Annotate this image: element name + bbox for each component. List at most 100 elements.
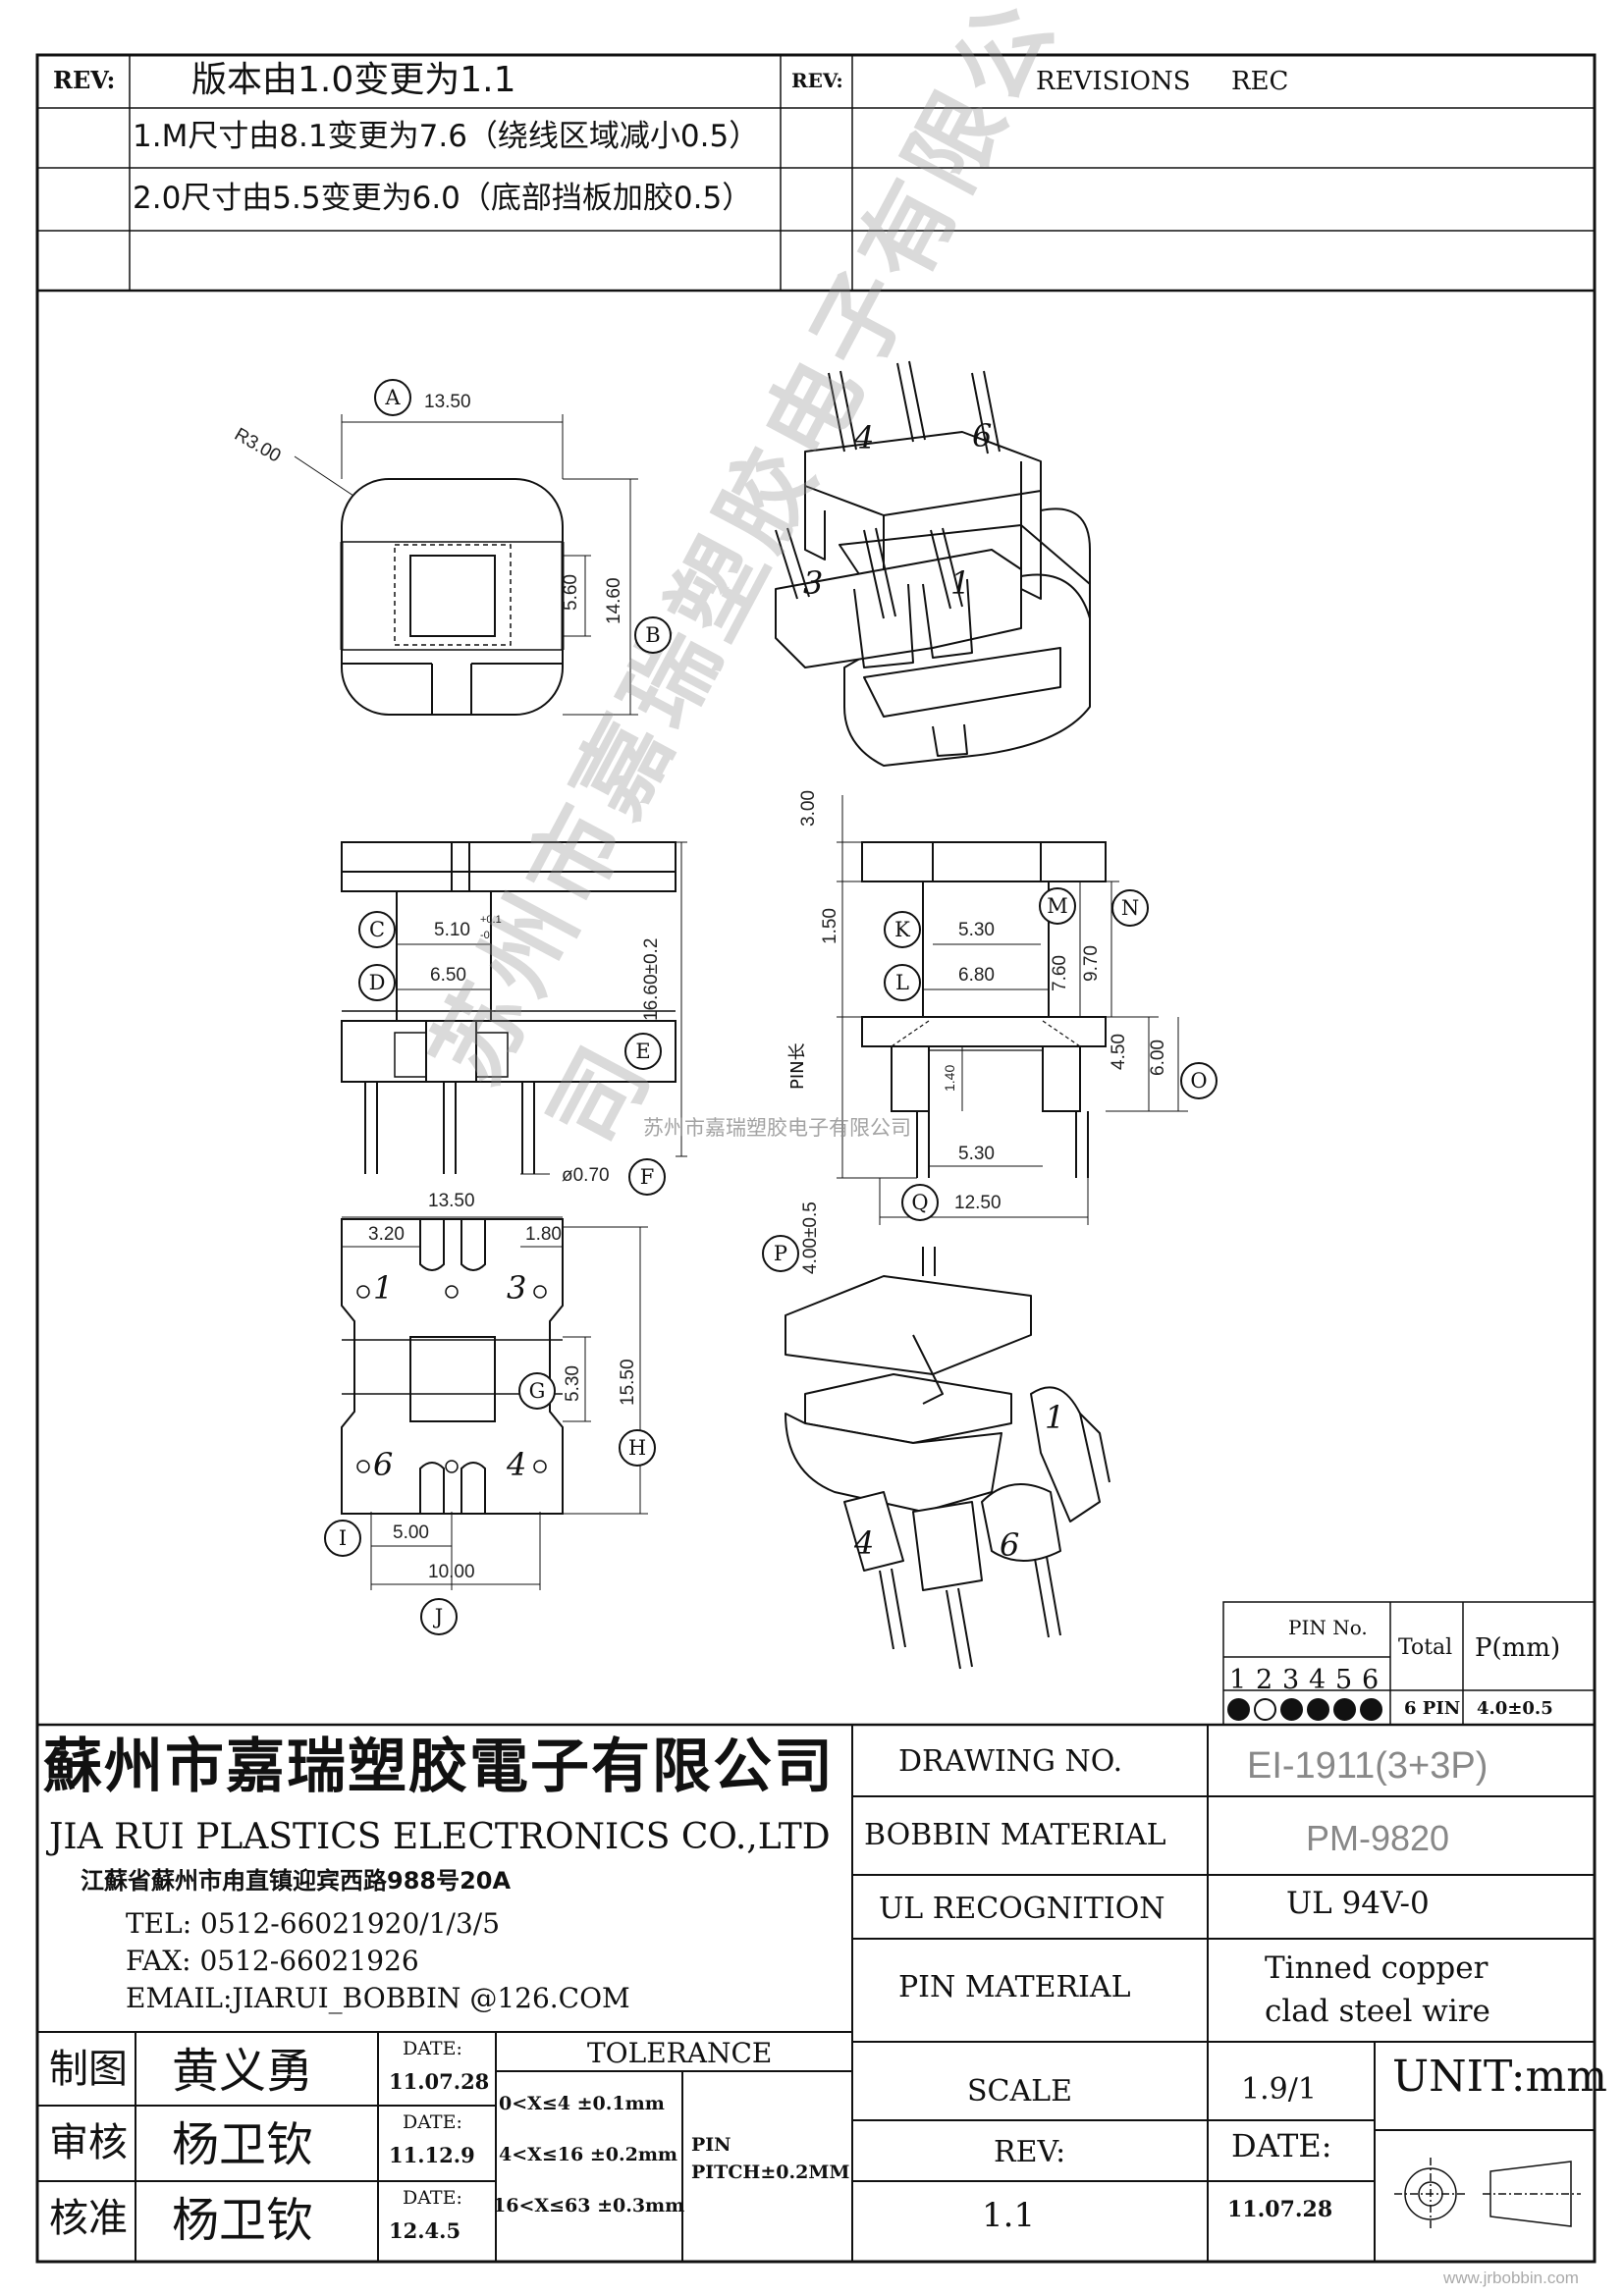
rev-value: 1.1 — [982, 2196, 1036, 2235]
dim-k: 5.30 — [958, 920, 995, 940]
dim-140: 1.40 — [942, 1064, 957, 1092]
pin-total-label: Total — [1398, 1635, 1453, 1660]
iso-top-pin-3: 3 — [803, 564, 824, 602]
bobbin-material-label: BOBBIN MATERIAL — [864, 1818, 1166, 1852]
label-k: K — [884, 911, 921, 948]
dim-m: 7.60 — [1050, 955, 1070, 991]
dim-c-tol-minus: -0 — [480, 930, 490, 941]
dim-e: 16.60±0.2 — [641, 937, 662, 1021]
footer-url: www.jrbobbin.com — [1443, 2269, 1579, 2287]
dim-top-3: 3.00 — [798, 790, 819, 827]
isometric-view-top — [775, 360, 1091, 767]
pin-indicator-1 — [1227, 1698, 1250, 1721]
label-q: Q — [901, 1184, 939, 1221]
dim-1250: 12.50 — [954, 1193, 1001, 1213]
pin-material-value-2: clad steel wire — [1265, 1994, 1490, 2029]
dim-c-tol-plus: +0.1 — [480, 914, 502, 926]
front-view — [341, 841, 687, 1175]
tolerance-row-2: 4<X≤16 ±0.2mm — [499, 2144, 678, 2165]
approval-role: 核准 — [49, 2196, 128, 2241]
pin-number-6: 6 — [1362, 1665, 1380, 1695]
label-c: C — [358, 911, 396, 948]
bottom-pin-6: 6 — [373, 1446, 394, 1483]
pin-material-label: PIN MATERIAL — [898, 1970, 1131, 2004]
bottom-pin-4: 4 — [507, 1446, 527, 1483]
bobbin-material-value: PM-9820 — [1306, 1818, 1450, 1858]
label-n: N — [1111, 889, 1149, 927]
tolerance-pin-label: PIN — [691, 2134, 731, 2156]
iso-top-pin-1: 1 — [950, 564, 971, 602]
dim-i: 5.00 — [393, 1522, 429, 1543]
company-name-cn: 蘇州市嘉瑞塑胶電子有限公司 — [43, 1733, 835, 1801]
projection-symbol — [1394, 2158, 1581, 2230]
pin-number-1: 1 — [1229, 1665, 1247, 1695]
rev-label-right: REV: — [791, 69, 843, 92]
label-l: L — [884, 964, 921, 1001]
drawing-no-value: EI-1911(3+3P) — [1247, 1745, 1489, 1787]
sheet-border — [35, 53, 1597, 2264]
revision-change-2: 2.0尺寸由5.5变更为6.0（底部挡板加胶0.5） — [133, 181, 753, 216]
pin-indicator-5 — [1333, 1698, 1356, 1721]
dim-bottom-left: 3.20 — [368, 1224, 405, 1245]
iso-top-pin-6: 6 — [972, 417, 993, 454]
revision-change-1: 1.M尺寸由8.1变更为7.6（绕线区域减小0.5） — [133, 119, 760, 154]
date-value-bottom: 11.07.28 — [1227, 2197, 1333, 2222]
approval-role: 制图 — [49, 2047, 128, 2092]
pin-p-value: 4.0±0.5 — [1477, 1698, 1553, 1719]
approval-name: 黄义勇 — [172, 2044, 314, 2099]
pin-number-2: 2 — [1256, 1665, 1273, 1695]
label-g: G — [518, 1372, 556, 1410]
company-fax: FAX: 0512-66021926 — [126, 1945, 419, 1977]
pin-total-value: 6 PIN — [1404, 1698, 1461, 1719]
side-view — [837, 795, 1188, 1225]
dim-flange: 1.50 — [820, 908, 840, 944]
label-h: H — [619, 1429, 656, 1467]
pin-indicator-4 — [1307, 1698, 1329, 1721]
approval-name: 杨卫钦 — [172, 2193, 314, 2248]
revision-table-grid — [37, 55, 1595, 293]
scale-value: 1.9/1 — [1241, 2072, 1317, 2107]
dim-p: 4.00±0.5 — [800, 1201, 821, 1274]
label-a: A — [374, 379, 411, 416]
dim-l: 6.80 — [958, 965, 995, 986]
dim-450: 4.50 — [1109, 1034, 1129, 1070]
tolerance-pin-pitch: PITCH±0.2MM — [691, 2162, 850, 2183]
company-name-en: JIA RUI PLASTICS ELECTRONICS CO.,LTD — [49, 1817, 831, 1857]
rec-label: REC — [1231, 67, 1289, 96]
pin-table-title: PIN No. — [1288, 1616, 1368, 1639]
bottom-pin-3: 3 — [507, 1269, 527, 1307]
watermark-text: 苏州市嘉瑞塑胶电子有限公司 — [643, 1116, 911, 1140]
tolerance-row-3: 16<X≤63 ±0.3mm — [493, 2195, 685, 2216]
label-m: M — [1039, 887, 1076, 925]
bottom-view — [341, 1216, 648, 1590]
dim-h: 15.50 — [618, 1359, 638, 1406]
approval-date-label: DATE: — [403, 2038, 462, 2059]
ul-recognition-label: UL RECOGNITION — [879, 1892, 1165, 1926]
pin-number-3: 3 — [1282, 1665, 1300, 1695]
pin-length-label: PIN长 — [787, 1042, 808, 1090]
approval-name: 杨卫钦 — [172, 2117, 314, 2172]
company-email: EMAIL:JIARUI_BOBBIN @126.COM — [126, 1982, 630, 2014]
isometric-view-bottom — [785, 1247, 1110, 1670]
pin-indicator-6 — [1360, 1698, 1382, 1721]
dim-c: 5.10 — [434, 920, 470, 940]
top-view — [294, 414, 638, 716]
revisions-label: REVISIONS — [1036, 67, 1191, 96]
dim-d: 6.50 — [430, 965, 466, 986]
iso-bottom-pin-4: 4 — [854, 1524, 875, 1562]
rev-label: REV: — [53, 66, 116, 94]
dim-j: 10.00 — [428, 1562, 475, 1582]
scale-label: SCALE — [967, 2074, 1072, 2109]
iso-bottom-pin-6: 6 — [1000, 1526, 1020, 1564]
label-o: O — [1180, 1062, 1218, 1099]
label-e: E — [624, 1033, 662, 1070]
approval-date: 11.12.9 — [389, 2143, 475, 2167]
pin-number-5: 5 — [1335, 1665, 1353, 1695]
approval-date: 11.07.28 — [389, 2069, 490, 2094]
drawing-no-label: DRAWING NO. — [898, 1744, 1123, 1779]
date-label-bottom: DATE: — [1231, 2127, 1332, 2164]
company-tel: TEL: 0512-66021920/1/3/5 — [126, 1907, 501, 1940]
pin-p-label: P(mm) — [1475, 1633, 1561, 1663]
iso-top-pin-4: 4 — [854, 419, 875, 456]
